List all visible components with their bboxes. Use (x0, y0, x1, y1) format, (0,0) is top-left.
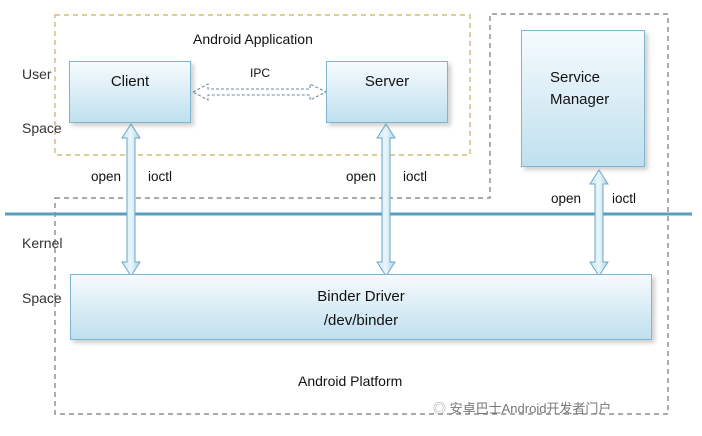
ipc-arrow (191, 83, 328, 101)
servicemanager-open-label: open (551, 191, 582, 206)
binder-device-path: /dev/binder (323, 312, 399, 329)
android-application-title: Android Application (193, 31, 313, 47)
binder-driver-box: Binder Driver /dev/binder (70, 274, 652, 340)
kernel-space-label-space: Space (22, 290, 62, 306)
binder-driver-label: Binder Driver (317, 288, 405, 305)
client-driver-arrow (121, 123, 141, 277)
watermark-text: 安卓巴士Android开发者门户 (449, 401, 612, 416)
server-box: Server (326, 61, 448, 123)
server-open-label: open (346, 169, 377, 184)
watermark: ◎ 安卓巴士Android开发者门户 (433, 398, 611, 417)
user-space-label-space: Space (22, 120, 62, 136)
android-platform-title: Android Platform (298, 373, 403, 389)
client-ioctl-label: ioctl (148, 169, 173, 184)
server-ioctl-label: ioctl (403, 169, 428, 184)
watermark-icon: ◎ (433, 401, 450, 416)
servicemanager-ioctl-label: ioctl (612, 191, 637, 206)
servicemanager-driver-arrow (589, 169, 609, 277)
client-box: Client (69, 61, 191, 123)
service-manager-label-line2: Manager (550, 91, 610, 108)
service-manager-box: Service Manager (521, 30, 645, 167)
ipc-label: IPC (250, 66, 271, 80)
client-open-label: open (91, 169, 122, 184)
user-space-label-user: User (22, 66, 52, 82)
android-application-boundary (54, 14, 471, 156)
client-label: Client (110, 73, 150, 90)
server-label: Server (364, 73, 410, 90)
service-manager-label-line1: Service (550, 69, 601, 86)
server-driver-arrow (376, 123, 396, 277)
android-platform-boundary (54, 13, 669, 415)
kernel-space-label-kernel: Kernel (22, 235, 63, 251)
